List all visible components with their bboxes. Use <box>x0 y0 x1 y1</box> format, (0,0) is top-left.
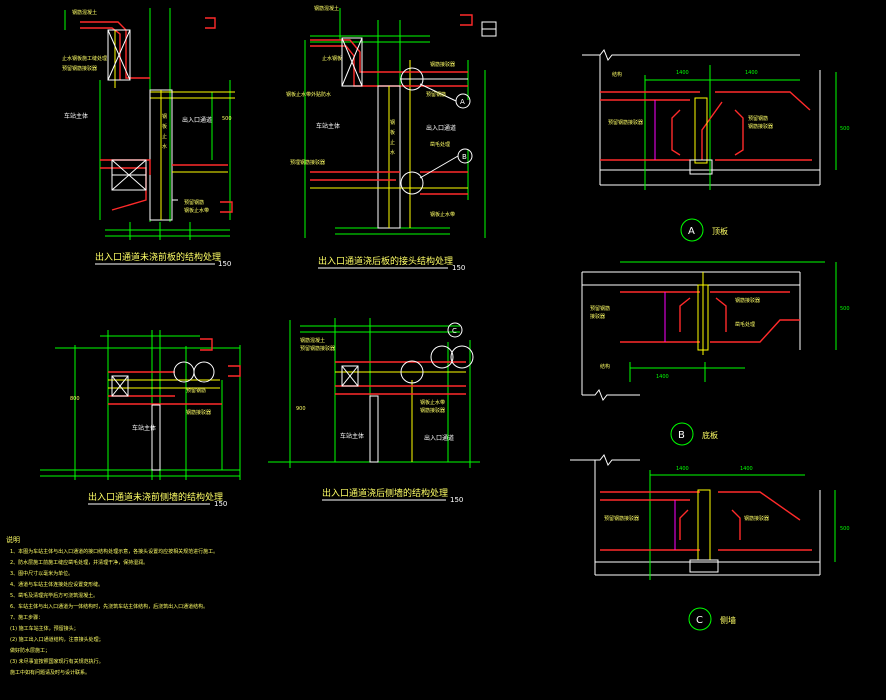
view-1-title: 出入口通道未浇前板的结构处理 <box>95 251 221 263</box>
svg-text:水: 水 <box>162 143 167 150</box>
svg-text:钢筋接驳器: 钢筋接驳器 <box>748 123 773 130</box>
detail-a-roof-slab: 1400 1400 结构 预留钢筋接驳器 钢筋接驳器 预留钢筋 500 A 顶板 <box>582 49 850 242</box>
notes-line: 3、图中尺寸以毫米为单位。 <box>10 570 73 577</box>
notes-line: (1) 施工车站主体，预留接头； <box>10 625 79 632</box>
svg-text:凿毛处理: 凿毛处理 <box>430 141 450 148</box>
svg-text:钢: 钢 <box>162 113 167 120</box>
svg-text:预留钢筋: 预留钢筋 <box>426 91 446 98</box>
svg-text:止: 止 <box>390 139 395 146</box>
svg-text:钢筋接驳器: 钢筋接驳器 <box>430 61 455 68</box>
svg-text:钢板止水带: 钢板止水带 <box>430 211 455 218</box>
svg-text:预留钢筋接驳器: 预留钢筋接驳器 <box>62 65 97 72</box>
view-4-scale: 150 <box>450 496 463 504</box>
svg-text:C: C <box>452 327 457 335</box>
svg-text:1400: 1400 <box>740 466 753 472</box>
detail-c-side-wall: 预留钢筋接驳器 钢筋接驳器 1400 1400 500 C 侧墙 <box>570 454 850 631</box>
svg-text:板: 板 <box>390 129 395 136</box>
detail-c-caption: 侧墙 <box>720 615 736 625</box>
svg-text:钢板止水带: 钢板止水带 <box>420 399 445 406</box>
svg-text:500: 500 <box>840 526 850 532</box>
detail-b-floor-slab: 预留钢筋 接驳器 钢筋接驳器 凿毛处理 结构 500 1400 B 底板 <box>581 261 850 446</box>
svg-text:预留钢筋接驳器: 预留钢筋接驳器 <box>300 345 335 352</box>
svg-text:钢板止水带: 钢板止水带 <box>184 207 209 214</box>
svg-text:预留钢筋接驳器: 预留钢筋接驳器 <box>608 119 643 126</box>
svg-text:800: 800 <box>70 396 80 402</box>
view-1-scale: 150 <box>218 260 231 268</box>
detail-a-mark-circle <box>680 218 704 242</box>
notes-line: 做好防水层施工； <box>10 647 50 654</box>
notes-line: 5、凿毛及清理完毕后方可浇筑混凝土。 <box>10 592 98 599</box>
svg-text:预埋钢筋接驳器: 预埋钢筋接驳器 <box>290 159 325 166</box>
svg-text:500: 500 <box>840 126 850 132</box>
svg-text:1400: 1400 <box>745 70 758 76</box>
view-1-label-left: 车站主体 <box>64 112 88 120</box>
view-2-scale: 150 <box>452 264 465 272</box>
svg-text:500: 500 <box>840 306 850 312</box>
notes-line: 1、本图为车站主体与出入口通道的接口结构处理示意，各接头设置均应按相关规范进行施… <box>10 548 218 555</box>
view-2-label-right: 出入口通道 <box>426 124 456 132</box>
detail-c-mark-circle <box>688 607 712 631</box>
view-1-slab-before-casting: 钢筋混凝土 止水钢板施工缝处理 预留钢筋接驳器 预留钢筋 钢板止水带 钢 板 止… <box>62 8 235 268</box>
svg-text:预留钢筋接驳器: 预留钢筋接驳器 <box>604 515 639 522</box>
svg-text:B: B <box>462 153 467 161</box>
svg-text:1400: 1400 <box>676 466 689 472</box>
detail-a-mark: A <box>688 226 695 237</box>
view-4-title: 出入口通道浇后侧墙的结构处理 <box>322 487 448 499</box>
view-3-label-left: 车站主体 <box>132 424 156 432</box>
view-4-label-right: 出入口通道 <box>424 434 454 442</box>
svg-text:接驳器: 接驳器 <box>590 313 605 320</box>
view-2-label-left: 车站主体 <box>316 122 340 130</box>
svg-text:1400: 1400 <box>676 70 689 76</box>
svg-text:钢筋接驳器: 钢筋接驳器 <box>744 515 769 522</box>
svg-text:预留钢筋: 预留钢筋 <box>748 115 768 122</box>
svg-text:钢板止水带外贴防水: 钢板止水带外贴防水 <box>286 91 331 98</box>
view-2-slab-after-casting: A B 钢筋混凝土 止水钢板 钢板止水带外贴防水 钢筋接驳器 预留钢筋 钢 板 … <box>286 5 497 272</box>
view-3-scale: 150 <box>214 500 227 508</box>
svg-text:止水钢板: 止水钢板 <box>322 55 342 62</box>
notes-line: 施工中如有问题请及时与设计联系。 <box>10 669 90 676</box>
view-4-wall-after-casting: C 钢筋混凝土 预留钢筋接驳器 钢板止水带 钢筋接驳器 900 车站主体 出入口… <box>268 318 480 504</box>
detail-b-mark: B <box>678 430 685 441</box>
view-1-label-right: 出入口通道 <box>182 116 212 124</box>
svg-text:预留钢筋: 预留钢筋 <box>186 387 206 394</box>
svg-text:预留钢筋: 预留钢筋 <box>184 199 204 206</box>
svg-text:板: 板 <box>162 123 167 130</box>
svg-text:凿毛处理: 凿毛处理 <box>735 321 755 328</box>
notes-block: 说明 1、本图为车站主体与出入口通道的接口结构处理示意，各接头设置均应按相关规范… <box>6 535 218 676</box>
svg-text:钢筋接驳器: 钢筋接驳器 <box>735 297 760 304</box>
detail-b-caption: 底板 <box>702 430 718 440</box>
svg-text:止水钢板施工缝处理: 止水钢板施工缝处理 <box>62 55 107 62</box>
svg-text:止: 止 <box>162 133 167 140</box>
detail-a-caption: 顶板 <box>712 226 728 236</box>
svg-text:钢筋混凝土: 钢筋混凝土 <box>300 337 325 344</box>
notes-line: 4、通道与车站主体连接处应设置变形缝。 <box>10 581 103 588</box>
view-3-title: 出入口通道未浇前侧墙的结构处理 <box>88 491 223 503</box>
svg-text:预留钢筋: 预留钢筋 <box>590 305 610 312</box>
svg-text:钢筋混凝土: 钢筋混凝土 <box>314 5 339 12</box>
svg-text:结构: 结构 <box>612 71 622 78</box>
svg-text:900: 900 <box>296 406 306 412</box>
svg-text:钢筋接驳器: 钢筋接驳器 <box>420 407 445 414</box>
notes-heading: 说明 <box>6 535 20 544</box>
svg-text:钢: 钢 <box>390 119 395 126</box>
svg-text:500: 500 <box>222 116 232 122</box>
svg-text:钢筋混凝土: 钢筋混凝土 <box>72 9 97 16</box>
view-2-title: 出入口通道浇后板的接头结构处理 <box>318 255 453 267</box>
view-4-label-left: 车站主体 <box>340 432 364 440</box>
notes-line: (2) 施工出入口通道结构，注意接头处理； <box>10 636 104 643</box>
svg-text:水: 水 <box>390 149 395 156</box>
notes-line: 7、施工步骤： <box>10 614 43 621</box>
svg-text:1400: 1400 <box>656 374 669 380</box>
detail-c-mark: C <box>696 615 703 626</box>
svg-text:A: A <box>460 98 465 106</box>
notes-line: 6、车站主体与出入口通道为一体结构时，先浇筑车站主体结构，后浇筑出入口通道结构。 <box>10 603 208 610</box>
svg-text:结构: 结构 <box>600 363 610 370</box>
notes-line: (3) 未尽事宜按照国家现行有关规范执行。 <box>10 658 104 665</box>
svg-text:钢筋接驳器: 钢筋接驳器 <box>186 409 211 416</box>
detail-b-mark-circle <box>670 422 694 446</box>
view-3-wall-before-casting: 预留钢筋 800 钢筋接驳器 车站主体 出入口通道未浇前侧墙的结构处理 150 <box>40 330 241 508</box>
notes-line: 2、防水层施工前施工缝应凿毛处理，并清理干净，保持湿润。 <box>10 559 148 566</box>
